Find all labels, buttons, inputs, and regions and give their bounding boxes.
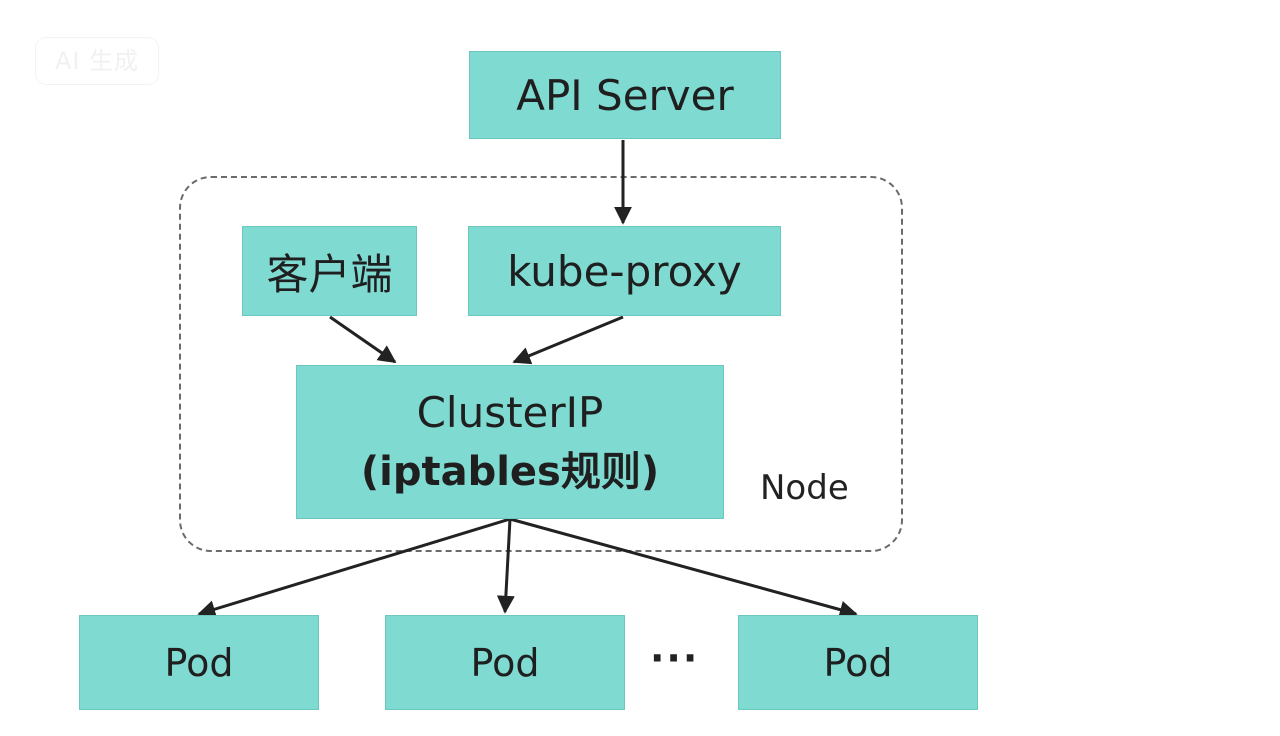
api-server-label: API Server (516, 70, 734, 120)
pod-label-3: Pod (823, 640, 893, 685)
more-pods-ellipsis: ··· (650, 636, 700, 680)
edge-clusterip-to-pod-1 (197, 517, 511, 618)
client-label: 客户端 (266, 249, 393, 299)
pod-label-1: Pod (164, 640, 234, 685)
edge-clusterip-to-pod-2 (496, 518, 515, 614)
pod-box-1: Pod (79, 615, 319, 710)
clusterip-box: ClusterIP (iptables规则) (296, 365, 724, 519)
edge-kube-proxy-to-clusterip (512, 315, 624, 365)
pod-label-2: Pod (470, 640, 540, 685)
edge-client-to-clusterip (329, 315, 397, 364)
edge-clusterip-to-pod-3 (509, 517, 858, 619)
node-group-label: Node (760, 468, 849, 508)
iptables-rules-label: (iptables规则) (360, 449, 660, 495)
kube-proxy-box: kube-proxy (468, 226, 781, 316)
pod-box-2: Pod (385, 615, 625, 710)
node-group-frame (179, 176, 903, 552)
clusterip-label: ClusterIP (416, 388, 604, 437)
kube-proxy-label: kube-proxy (507, 246, 742, 296)
ai-generated-watermark: AI 生成 (36, 38, 158, 84)
pod-box-3: Pod (738, 615, 978, 710)
client-box: 客户端 (242, 226, 417, 316)
api-server-box: API Server (469, 51, 781, 139)
